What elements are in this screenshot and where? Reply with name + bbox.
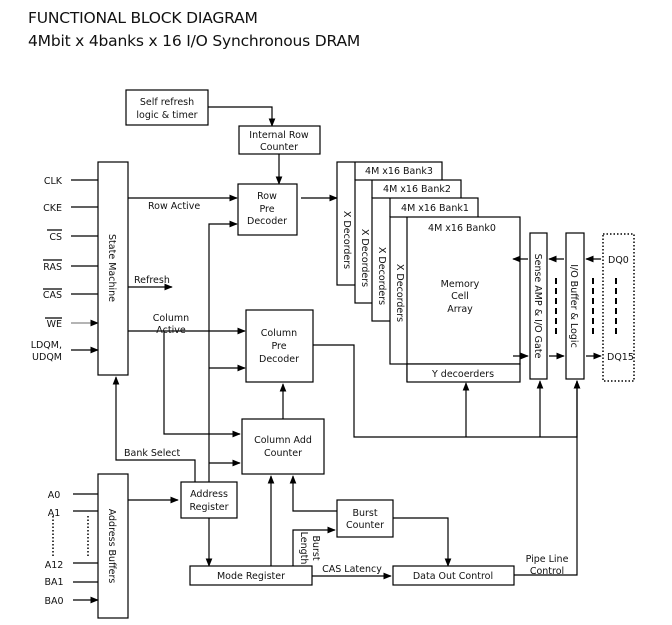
dq15-label: DQ15: [607, 352, 634, 363]
address-buffers-block: Address Buffers: [97, 473, 129, 619]
x-decoders-bank2: X Decorders: [359, 229, 370, 287]
row-pre-decoder-block: Row Pre Decoder: [237, 183, 298, 236]
label-active: Active: [156, 325, 186, 336]
label-refresh: Refresh: [134, 275, 170, 286]
bank0-label: 4M x16 Bank0: [428, 223, 496, 234]
io-buffer-block: I/O Buffer & Logic: [565, 232, 585, 380]
label-length: Length: [298, 532, 309, 565]
io-buffer-label: I/O Buffer & Logic: [568, 264, 579, 348]
diagram-subtitle: 4Mbit x 4banks x 16 I/O Synchronous DRAM: [28, 32, 361, 50]
state-machine-block: State Machine: [97, 161, 129, 376]
state-machine-label: State Machine: [106, 234, 117, 302]
label-bank-select: Bank Select: [124, 448, 180, 459]
dq-pins: DQ0 DQ15: [602, 233, 635, 382]
bank2-label: 4M x16 Bank2: [383, 184, 451, 195]
column-pre-decoder-block: Column Pre Decoder: [245, 309, 314, 383]
column-add-counter-block: Column Add Counter: [241, 418, 325, 475]
internal-row-counter-label-2: Counter: [260, 142, 298, 153]
input-ldqm: LDQM,: [31, 340, 62, 351]
label-burst: Burst: [310, 535, 321, 560]
x-decoders-bank3: X Decorders: [341, 211, 352, 269]
x-decoders-bank0: X Decorders: [394, 264, 405, 322]
input-ba1: BA1: [44, 577, 63, 588]
address-register-label-2: Register: [189, 502, 228, 513]
wire-column-active-to-addcounter: [163, 331, 241, 438]
memory-cell-array-label-3: Array: [447, 304, 473, 315]
column-pre-decoder-label-1: Column: [261, 328, 297, 339]
row-pre-decoder-label-1: Row: [257, 191, 277, 202]
mode-register-block: Mode Register: [189, 565, 313, 586]
input-a1: A1: [48, 508, 61, 519]
control-inputs: CLK CKE CS RAS CAS WE LDQM, UDQM: [31, 176, 98, 363]
row-pre-decoder-label-2: Pre: [259, 204, 274, 215]
self-refresh-label-1: Self refresh: [140, 97, 194, 108]
data-out-control-block: Data Out Control: [392, 565, 515, 586]
wire-array-senseamp: [513, 259, 528, 356]
column-pre-decoder-label-2: Pre: [271, 341, 286, 352]
sense-amp-block: Sense AMP & I/O Gate: [529, 232, 548, 380]
input-cas: CAS: [43, 290, 62, 301]
sense-amp-label: Sense AMP & I/O Gate: [532, 254, 543, 359]
burst-counter-label-1: Burst: [352, 508, 377, 519]
memory-cell-array-label-2: Cell: [451, 291, 469, 302]
column-add-counter-label-1: Column Add: [254, 435, 312, 446]
active-low-overlines: [43, 229, 62, 319]
row-pre-decoder-label-3: Decoder: [247, 216, 287, 227]
input-we: WE: [47, 319, 62, 330]
wire-senseamp-iobuffer: [549, 259, 564, 356]
x-decoders-bank1: X Decorders: [376, 247, 387, 305]
column-add-counter-label-2: Counter: [264, 448, 302, 459]
diagram-title: FUNCTIONAL BLOCK DIAGRAM: [28, 9, 258, 27]
input-clk: CLK: [44, 176, 63, 187]
address-register-label-1: Address: [190, 489, 228, 500]
wire-burst-length: [292, 526, 336, 566]
label-cas-latency: CAS Latency: [322, 564, 382, 575]
wire-bank-select: [112, 376, 196, 482]
input-a12: A12: [45, 560, 64, 571]
input-udqm: UDQM: [32, 352, 62, 363]
wire-pipeline-control: [514, 380, 581, 576]
address-buffers-label: Address Buffers: [106, 509, 117, 584]
memory-banks: 4M x16 Bank3 4M x16 Bank2 4M x16 Bank1 4…: [336, 161, 521, 383]
address-inputs: A0 A1 A12 BA1 BA0: [44, 490, 98, 607]
wire-burstcounter-to-addcounter: [289, 475, 337, 512]
internal-row-counter-block: Internal Row Counter: [238, 125, 321, 155]
label-pipe-line: Pipe Line: [526, 554, 569, 565]
dq0-label: DQ0: [608, 255, 629, 266]
label-column: Column: [153, 313, 189, 324]
input-cke: CKE: [43, 203, 62, 214]
input-ras: RAS: [43, 262, 62, 273]
y-decoders-label: Y decoerders: [431, 369, 494, 380]
wire-iobuffer-dq: [586, 259, 601, 356]
wire-burstcounter-to-dataout: [393, 517, 452, 567]
burst-counter-label-2: Counter: [346, 520, 384, 531]
self-refresh-label-2: logic & timer: [136, 110, 197, 121]
input-ba0: BA0: [44, 596, 63, 607]
input-cs: CS: [49, 232, 62, 243]
address-ellipsis: [52, 516, 89, 556]
address-register-block: Address Register: [180, 481, 238, 519]
wire-address-inputs: [73, 493, 98, 600]
internal-row-counter-label-1: Internal Row: [249, 130, 309, 141]
label-row-active: Row Active: [148, 201, 200, 212]
wire-control-inputs: [71, 179, 98, 350]
data-out-control-label: Data Out Control: [413, 571, 493, 582]
bank1-label: 4M x16 Bank1: [401, 203, 469, 214]
mode-register-label: Mode Register: [217, 571, 285, 582]
bank3-label: 4M x16 Bank3: [365, 166, 433, 177]
burst-counter-block: Burst Counter: [336, 499, 394, 538]
input-a0: A0: [48, 490, 61, 501]
self-refresh-block: Self refresh logic & timer: [125, 89, 209, 126]
memory-cell-array-label-1: Memory: [441, 279, 480, 290]
wire-selfrefresh-to-rowcounter: [208, 106, 276, 127]
column-pre-decoder-label-3: Decoder: [259, 354, 299, 365]
wire-address-bus-to-rowpredecoder: [208, 220, 238, 482]
label-control: Control: [530, 566, 564, 577]
